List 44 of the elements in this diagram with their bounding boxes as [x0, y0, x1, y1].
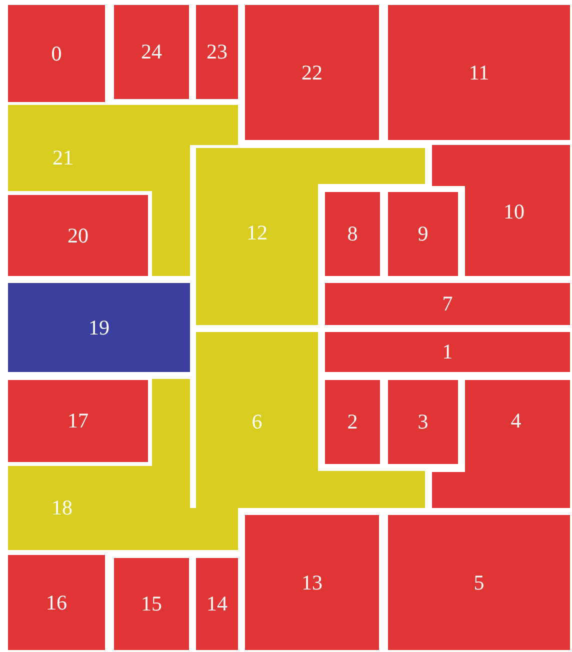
block-number: 19 [88, 317, 110, 338]
block-number: 13 [302, 572, 322, 593]
block-number: 10 [504, 202, 524, 222]
rectangle-block [245, 5, 379, 140]
block-number: 14 [206, 594, 228, 614]
block-number: 20 [68, 225, 88, 246]
block-number: 9 [418, 224, 428, 244]
block-number: 5 [474, 572, 484, 593]
rectangle-block [8, 283, 190, 372]
block-number: 7 [442, 294, 453, 314]
block-number: 6 [252, 412, 262, 432]
rectangle-block [325, 192, 380, 276]
rectangle-block [325, 283, 570, 325]
rectangle-block [196, 5, 238, 99]
rectangle-block [325, 332, 570, 372]
block-number: 0 [51, 43, 62, 64]
rectangle-block [245, 515, 379, 650]
block-number: 22 [302, 62, 322, 83]
rectangle-block [114, 558, 189, 650]
block-number: 24 [141, 42, 162, 62]
rectangle-block [8, 5, 105, 102]
block-number: 17 [68, 410, 88, 432]
block-number: 15 [141, 594, 162, 614]
rectangle-block [388, 192, 458, 276]
block-number: 16 [46, 592, 67, 613]
block-number: 23 [206, 42, 228, 62]
block-number: 12 [246, 222, 268, 244]
rectangle-block [388, 515, 570, 650]
rectangle-block [8, 555, 105, 650]
rectangle-block [388, 380, 458, 464]
rectangle-block [388, 5, 570, 140]
block-number: 2 [347, 412, 358, 432]
rectangle-block [196, 558, 238, 650]
block-number: 11 [468, 62, 490, 83]
rectangle-block [8, 380, 148, 462]
block-number: 1 [442, 342, 453, 362]
block-number: 18 [52, 498, 72, 518]
block-number: 8 [347, 224, 358, 244]
block-number: 4 [510, 410, 522, 432]
rectangle-block [8, 195, 148, 276]
block-number: 21 [52, 148, 74, 168]
rectangle-block [114, 5, 189, 99]
rectangle-block [325, 380, 380, 464]
block-number: 3 [418, 412, 428, 432]
